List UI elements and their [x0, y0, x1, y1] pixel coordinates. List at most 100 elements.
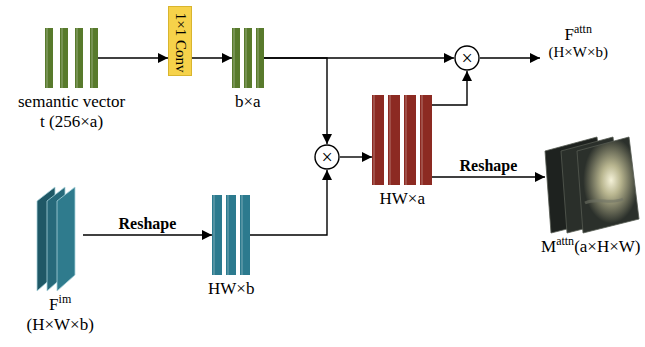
tensor-node: Mattn(a×H×W)	[545, 133, 640, 233]
edge-label: Reshape	[117, 215, 179, 233]
operator-node: ×	[454, 45, 480, 71]
label-text: ×	[462, 47, 473, 69]
label-text: (a×H×W)	[574, 237, 640, 256]
vector-bar	[256, 28, 264, 88]
road-texture	[585, 199, 623, 203]
vector-bar	[420, 95, 432, 185]
tensor-node: b×a	[232, 28, 264, 88]
label-text: (H×W×b)	[549, 44, 608, 60]
label-text: (H×W×b)	[27, 315, 94, 334]
label-text: b×a	[235, 92, 261, 111]
bar-highlight	[389, 95, 391, 185]
label-line: (H×W×b)	[549, 44, 608, 61]
label-text: F	[49, 295, 58, 314]
bar-highlight	[213, 195, 215, 275]
bars-figure	[372, 95, 432, 185]
bar-highlight	[46, 28, 48, 88]
label-line: Fim	[27, 295, 94, 315]
node-label: Mattn(a×H×W)	[541, 237, 641, 257]
tensor-node: HW×b	[212, 195, 250, 275]
operator-node: ×	[314, 144, 340, 170]
feature-slab	[57, 187, 75, 291]
bars-figure	[45, 28, 98, 88]
operator-circle	[455, 46, 479, 70]
vector-bar	[212, 195, 222, 275]
node-label: semantic vectort (256×a)	[18, 92, 125, 131]
bar-highlight	[76, 28, 78, 88]
label-text: 1×1 Conv	[173, 12, 189, 72]
label-text: F	[564, 25, 573, 44]
vector-bar	[226, 195, 236, 275]
label-line: (H×W×b)	[27, 315, 94, 335]
tensor-node: Fim(H×W×b)	[37, 185, 83, 291]
vector-bar	[404, 95, 416, 185]
node-label: Fattn(H×W×b)	[549, 25, 608, 62]
superscript-text: im	[59, 292, 72, 306]
node-label: ×	[462, 48, 473, 68]
label-text: HW×a	[380, 189, 425, 208]
node-label: 1×1 Conv	[172, 12, 189, 72]
operator-circle	[315, 145, 339, 169]
arrow-connector	[432, 176, 545, 177]
output-node: Fattn(H×W×b)	[540, 18, 616, 68]
bar-highlight	[61, 28, 63, 88]
label-line: Fattn	[549, 25, 608, 45]
label-line: 1×1 Conv	[172, 12, 189, 72]
label-text: semantic vector	[18, 92, 125, 111]
arrow-connector	[480, 57, 540, 58]
arrow-connector	[264, 58, 327, 144]
vector-bar	[244, 28, 252, 88]
arrow-connector	[432, 71, 467, 105]
bar-highlight	[405, 95, 407, 185]
vector-bar	[90, 28, 98, 88]
label-text: ×	[322, 146, 333, 168]
arrow-connector	[98, 57, 168, 58]
vector-bar	[388, 95, 400, 185]
edge-label: Reshape	[458, 157, 520, 175]
label-line: semantic vector	[18, 92, 125, 112]
arrow-connector	[250, 170, 327, 235]
label-line: t (256×a)	[18, 112, 125, 132]
vector-bar	[232, 28, 240, 88]
arrow-connector	[340, 156, 372, 157]
label-line: b×a	[235, 92, 261, 112]
label-text: t (256×a)	[40, 112, 103, 131]
label-line: Mattn(a×H×W)	[541, 237, 641, 257]
node-label: Fim(H×W×b)	[27, 295, 94, 334]
tensor-node: HW×a	[372, 95, 432, 185]
vector-bar	[372, 95, 384, 185]
vector-bar	[45, 28, 53, 88]
attention-map	[577, 137, 639, 233]
node-label: HW×b	[208, 279, 254, 299]
bars-figure	[232, 28, 264, 88]
node-label: ×	[322, 147, 333, 167]
tensor-node: semantic vectort (256×a)	[45, 28, 98, 88]
conv-box: 1×1 Conv	[168, 6, 192, 76]
bar-highlight	[257, 28, 259, 88]
bar-highlight	[91, 28, 93, 88]
node-label: b×a	[235, 92, 261, 112]
superscript-text: attn	[556, 234, 574, 248]
stack-figure	[37, 185, 83, 291]
bar-highlight	[241, 195, 243, 275]
vector-bar	[240, 195, 250, 275]
arrow-connector	[192, 57, 232, 58]
node-label: HW×a	[380, 189, 425, 209]
arrow-connector	[83, 234, 212, 235]
label-line: ×	[462, 48, 473, 68]
image-figure	[545, 133, 640, 233]
label-text: M	[541, 237, 556, 256]
label-line: ×	[322, 147, 333, 167]
vector-bar	[75, 28, 83, 88]
label-text: HW×b	[208, 279, 254, 298]
bar-highlight	[245, 28, 247, 88]
vector-bar	[60, 28, 68, 88]
superscript-text: attn	[574, 22, 592, 36]
label-line: HW×a	[380, 189, 425, 209]
bar-highlight	[421, 95, 423, 185]
bar-highlight	[373, 95, 375, 185]
bar-highlight	[227, 195, 229, 275]
bars-figure	[212, 195, 250, 275]
label-line: HW×b	[208, 279, 254, 299]
